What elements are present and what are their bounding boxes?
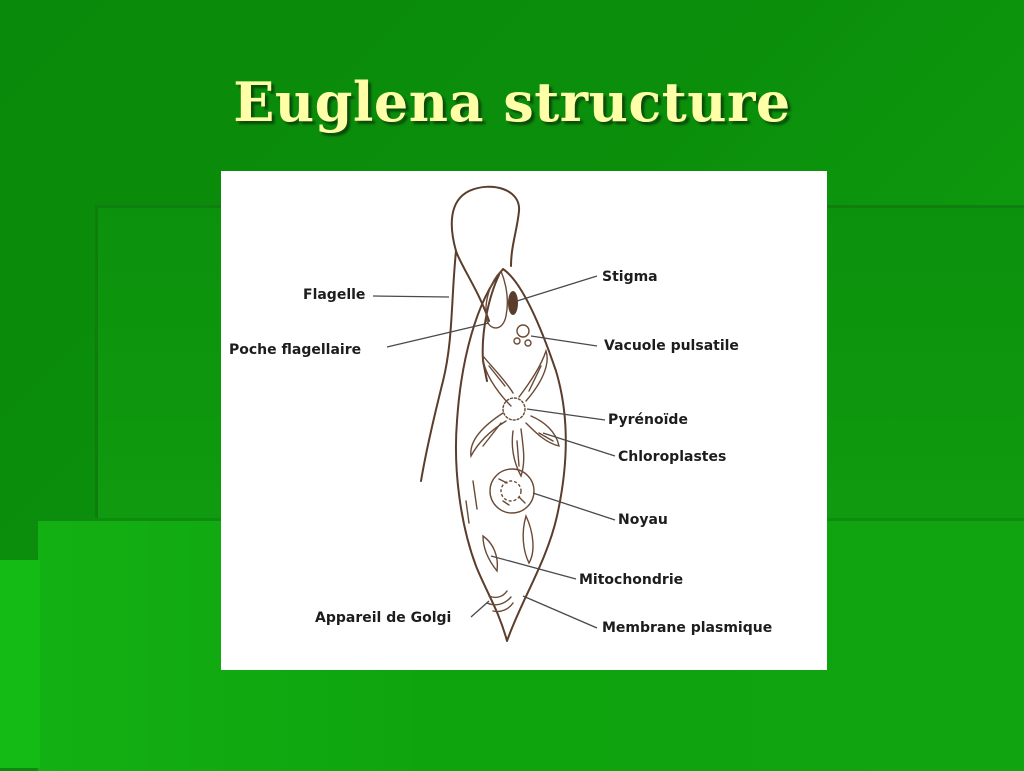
cell-body-outline xyxy=(454,268,567,642)
label-membrane-plasmique: Membrane plasmique xyxy=(602,620,773,636)
mitochondria-shape xyxy=(482,534,499,573)
pyrenoid-shape xyxy=(502,397,526,421)
flagellum xyxy=(420,185,521,482)
label-chloroplastes: Chloroplastes xyxy=(618,449,727,465)
label-mitochondrie: Mitochondrie xyxy=(579,572,684,588)
euglena-diagram: Flagelle Poche flagellaire Stigma Vacuol… xyxy=(221,171,827,670)
stigma-shape xyxy=(508,291,518,315)
label-stigma: Stigma xyxy=(602,269,658,285)
label-appareil-de-golgi: Appareil de Golgi xyxy=(315,610,452,626)
vacuole-shape xyxy=(516,324,530,338)
label-pyrenoide: Pyrénoïde xyxy=(608,412,688,428)
label-poche-flagellaire: Poche flagellaire xyxy=(229,342,362,358)
chloroplasts-shape xyxy=(470,348,560,478)
background-panel xyxy=(0,560,40,768)
label-noyau: Noyau xyxy=(618,512,668,528)
euglena-drawing xyxy=(372,185,616,642)
nucleus-shape xyxy=(489,468,535,514)
flagellar-pocket xyxy=(485,269,509,329)
label-flagelle: Flagelle xyxy=(303,287,366,303)
slide-title: Euglena structure xyxy=(233,70,791,134)
golgi-shape xyxy=(486,590,514,613)
label-vacuole-pulsatile: Vacuole pulsatile xyxy=(604,338,739,354)
